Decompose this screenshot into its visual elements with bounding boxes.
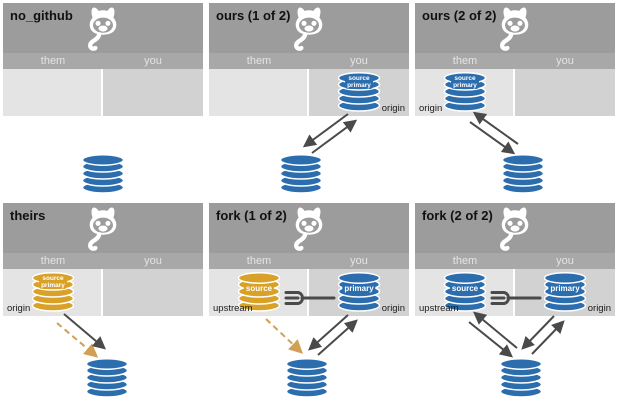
panel-ours-1: ours (1 of 2) them you source primary or… — [206, 0, 412, 200]
local-repo-db-icon — [85, 358, 129, 398]
github-panel: theirs them you source primary origin — [3, 203, 203, 316]
panel-header: theirs — [3, 203, 203, 253]
db-label: source — [243, 284, 275, 294]
origin-repo-db-icon: primary — [337, 272, 381, 312]
github-panel: ours (1 of 2) them you source primary or… — [209, 3, 409, 116]
them-you-band: them you — [3, 53, 203, 69]
local-repo-db-icon — [499, 358, 543, 398]
them-you-band: them you — [3, 253, 203, 269]
github-panel: ours (2 of 2) them you source primary or… — [415, 3, 615, 116]
origin-repo-db-icon: primary — [543, 272, 587, 312]
you-label: you — [144, 55, 162, 67]
local-repo-db-icon — [501, 154, 545, 194]
db-label: source — [449, 284, 481, 294]
them-label: them — [246, 55, 272, 67]
you-box — [103, 269, 203, 316]
upstream-repo-db-icon: source — [443, 272, 487, 312]
panel-ours-2: ours (2 of 2) them you source primary or… — [412, 0, 618, 200]
origin-repo-db-icon: source primary — [337, 72, 381, 112]
them-label: them — [40, 55, 66, 67]
them-label: them — [246, 255, 272, 267]
you-box — [103, 69, 203, 116]
panel-header: ours (1 of 2) — [209, 3, 409, 53]
panel-title: no_github — [10, 8, 73, 23]
you-label: you — [350, 255, 368, 267]
panel-fork-1: fork (1 of 2) them you source primary up… — [206, 200, 412, 400]
you-label: you — [556, 55, 574, 67]
origin-repo-db-icon: source primary — [31, 272, 75, 312]
panel-theirs: theirs them you source primary origin — [0, 200, 206, 400]
octocat-icon — [290, 6, 328, 52]
them-label: them — [452, 255, 478, 267]
octocat-icon — [84, 6, 122, 52]
db-label: source primary — [39, 275, 67, 289]
origin-label: origin — [7, 303, 31, 314]
you-label: you — [144, 255, 162, 267]
octocat-icon — [496, 6, 534, 52]
panel-header: fork (1 of 2) — [209, 203, 409, 253]
upstream-label: upstream — [419, 303, 459, 314]
panel-title: fork (2 of 2) — [422, 208, 493, 223]
origin-label: origin — [419, 103, 443, 114]
db-label: source primary — [345, 75, 373, 89]
panel-no-github: no_github them you — [0, 0, 206, 200]
fork-icon — [283, 289, 337, 307]
them-box — [3, 69, 103, 116]
panel-title: fork (1 of 2) — [216, 208, 287, 223]
origin-label: origin — [381, 103, 405, 114]
panel-title: ours (2 of 2) — [422, 8, 497, 23]
octocat-icon — [290, 206, 328, 252]
panel-header: ours (2 of 2) — [415, 3, 615, 53]
db-label: source primary — [451, 75, 479, 89]
db-label: primary — [548, 284, 582, 294]
them-you-band: them you — [415, 253, 615, 269]
octocat-icon — [496, 206, 534, 252]
panel-header: fork (2 of 2) — [415, 203, 615, 253]
them-you-band: them you — [209, 253, 409, 269]
upstream-repo-db-icon: source — [237, 272, 281, 312]
panel-header: no_github — [3, 3, 203, 53]
them-label: them — [452, 55, 478, 67]
github-panel: no_github them you — [3, 3, 203, 116]
panel-title: ours (1 of 2) — [216, 8, 291, 23]
you-label: you — [556, 255, 574, 267]
db-label: primary — [342, 284, 376, 294]
them-label: them — [40, 255, 66, 267]
panel-fork-2: fork (2 of 2) them you source primary up… — [412, 200, 618, 400]
origin-label: origin — [587, 303, 611, 314]
them-box — [209, 69, 309, 116]
local-repo-db-icon — [285, 358, 329, 398]
panel-title: theirs — [10, 208, 46, 223]
you-label: you — [350, 55, 368, 67]
github-panel: fork (1 of 2) them you source primary up… — [209, 203, 409, 316]
fork-icon — [489, 289, 543, 307]
origin-label: origin — [381, 303, 405, 314]
local-repo-db-icon — [279, 154, 323, 194]
upstream-label: upstream — [213, 303, 253, 314]
you-box — [515, 69, 615, 116]
local-repo-db-icon — [81, 154, 125, 194]
them-you-band: them you — [209, 53, 409, 69]
origin-repo-db-icon: source primary — [443, 72, 487, 112]
them-you-band: them you — [415, 53, 615, 69]
github-panel: fork (2 of 2) them you source primary up… — [415, 203, 615, 316]
octocat-icon — [84, 206, 122, 252]
